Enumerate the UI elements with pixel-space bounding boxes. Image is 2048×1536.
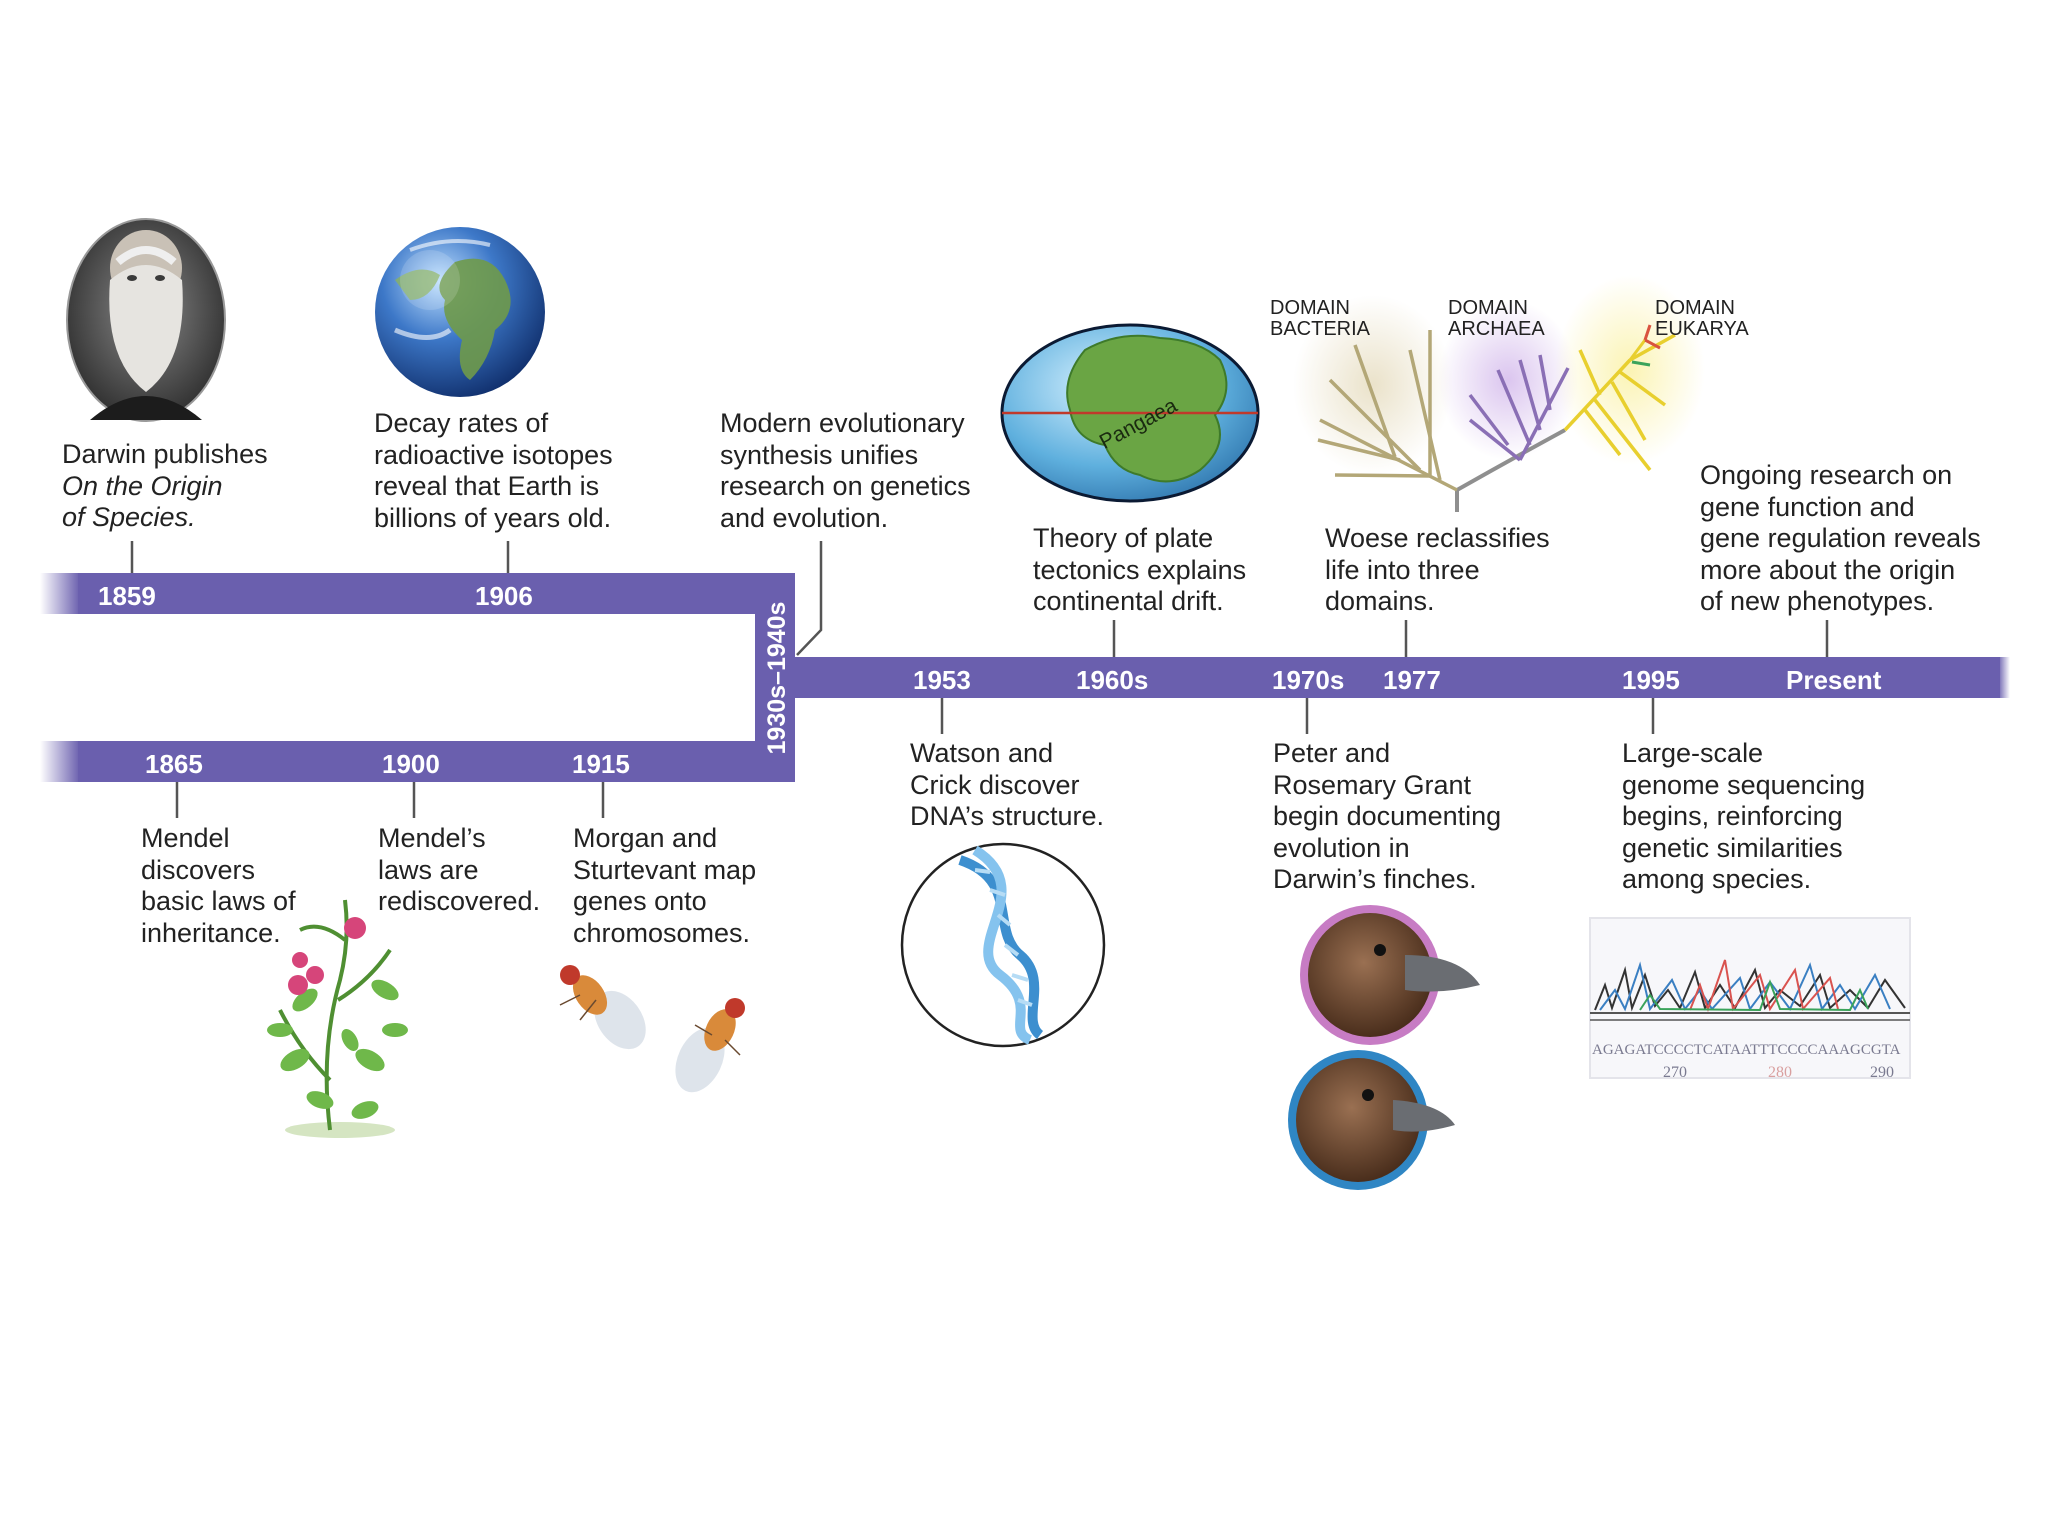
archaea-branches	[1468, 354, 1570, 462]
year-1930s-1940s: 1930s–1940s	[763, 602, 791, 755]
trace-blue	[1599, 961, 1891, 1012]
sequence-bases: AGAGATCCCCTCATAATTTCCCCAAAGCGTA	[1592, 1042, 1901, 1058]
fruit-fly-2	[675, 998, 745, 1093]
caption-mendel-rediscovered: Mendel’s laws are rediscovered.	[378, 823, 541, 916]
sequence-pos-290: 290	[1870, 1064, 1894, 1081]
year-1865: 1865	[145, 749, 203, 779]
label-domain-eukarya: DOMAIN EUKARYA	[1655, 297, 1749, 340]
bar-main-fade	[1998, 657, 2010, 698]
pea-plant-illustration	[267, 899, 408, 1138]
caption-ongoing-research: Ongoing research on gene function and ge…	[1700, 460, 1981, 616]
dna-helix-illustration	[900, 842, 1106, 1048]
caption-plate-tectonics: Theory of plate tectonics explains conti…	[1033, 523, 1247, 616]
bar-main	[755, 657, 2000, 698]
caption-synthesis: Modern evolutionary synthesis unifies re…	[720, 408, 971, 533]
caption-woese: Woese reclassifies life into three domai…	[1325, 523, 1550, 616]
caption-watson-crick: Watson and Crick discover DNA’s structur…	[910, 738, 1105, 831]
year-1906: 1906	[475, 581, 533, 611]
finch-heads-illustration	[1288, 905, 1480, 1190]
year-1915: 1915	[572, 749, 630, 779]
year-present: Present	[1786, 665, 1882, 695]
year-1900: 1900	[382, 749, 440, 779]
caption-grant: Peter and Rosemary Grant begin documenti…	[1273, 738, 1502, 894]
year-1953: 1953	[913, 665, 971, 695]
eukarya-branches	[1563, 333, 1676, 472]
finch-1	[1300, 905, 1480, 1045]
sequence-pos-280: 280	[1768, 1064, 1792, 1081]
caption-genome-sequencing: Large-scale genome sequencing begins, re…	[1622, 738, 1866, 894]
caption-darwin: Darwin publishes On the Origin of Specie…	[62, 439, 268, 532]
tick-1930s	[796, 541, 823, 656]
year-1970s: 1970s	[1272, 665, 1344, 695]
fruit-flies-illustration	[559, 965, 745, 1093]
label-domain-bacteria: DOMAIN BACTERIA	[1270, 297, 1371, 340]
bar-bottom	[78, 741, 795, 782]
trace-green	[1639, 979, 1869, 1012]
bar-top	[78, 573, 795, 614]
year-1859: 1859	[98, 581, 156, 611]
year-1977: 1977	[1383, 665, 1441, 695]
bar-bottom-fade	[40, 741, 80, 782]
caption-mendel: Mendel discovers basic laws of inheritan…	[141, 823, 296, 948]
year-1995: 1995	[1622, 665, 1680, 695]
darwin-portrait	[66, 218, 226, 422]
caption-decay: Decay rates of radioactive isotopes reve…	[374, 408, 613, 533]
label-domain-archaea: DOMAIN ARCHAEA	[1448, 297, 1545, 340]
year-1960s: 1960s	[1076, 665, 1148, 695]
timeline-ticks	[130, 541, 1829, 818]
trace-red	[1689, 959, 1839, 1013]
finch-2	[1288, 1050, 1455, 1190]
dna-chromatogram-illustration: AGAGATCCCCTCATAATTTCCCCAAAGCGTA 270 280 …	[1589, 917, 1911, 1081]
timeline-bars	[40, 573, 2010, 782]
fruit-fly-1	[560, 965, 646, 1050]
sequence-pos-270: 270	[1663, 1064, 1687, 1081]
bacteria-branches	[1317, 330, 1458, 492]
bar-top-fade	[40, 573, 80, 614]
pangaea-globe-illustration: Pangaea	[1000, 323, 1260, 503]
caption-morgan: Morgan and Sturtevant map genes onto chr…	[573, 823, 757, 948]
three-domain-tree-illustration	[1293, 275, 1705, 512]
earth-globe-illustration	[375, 227, 545, 397]
